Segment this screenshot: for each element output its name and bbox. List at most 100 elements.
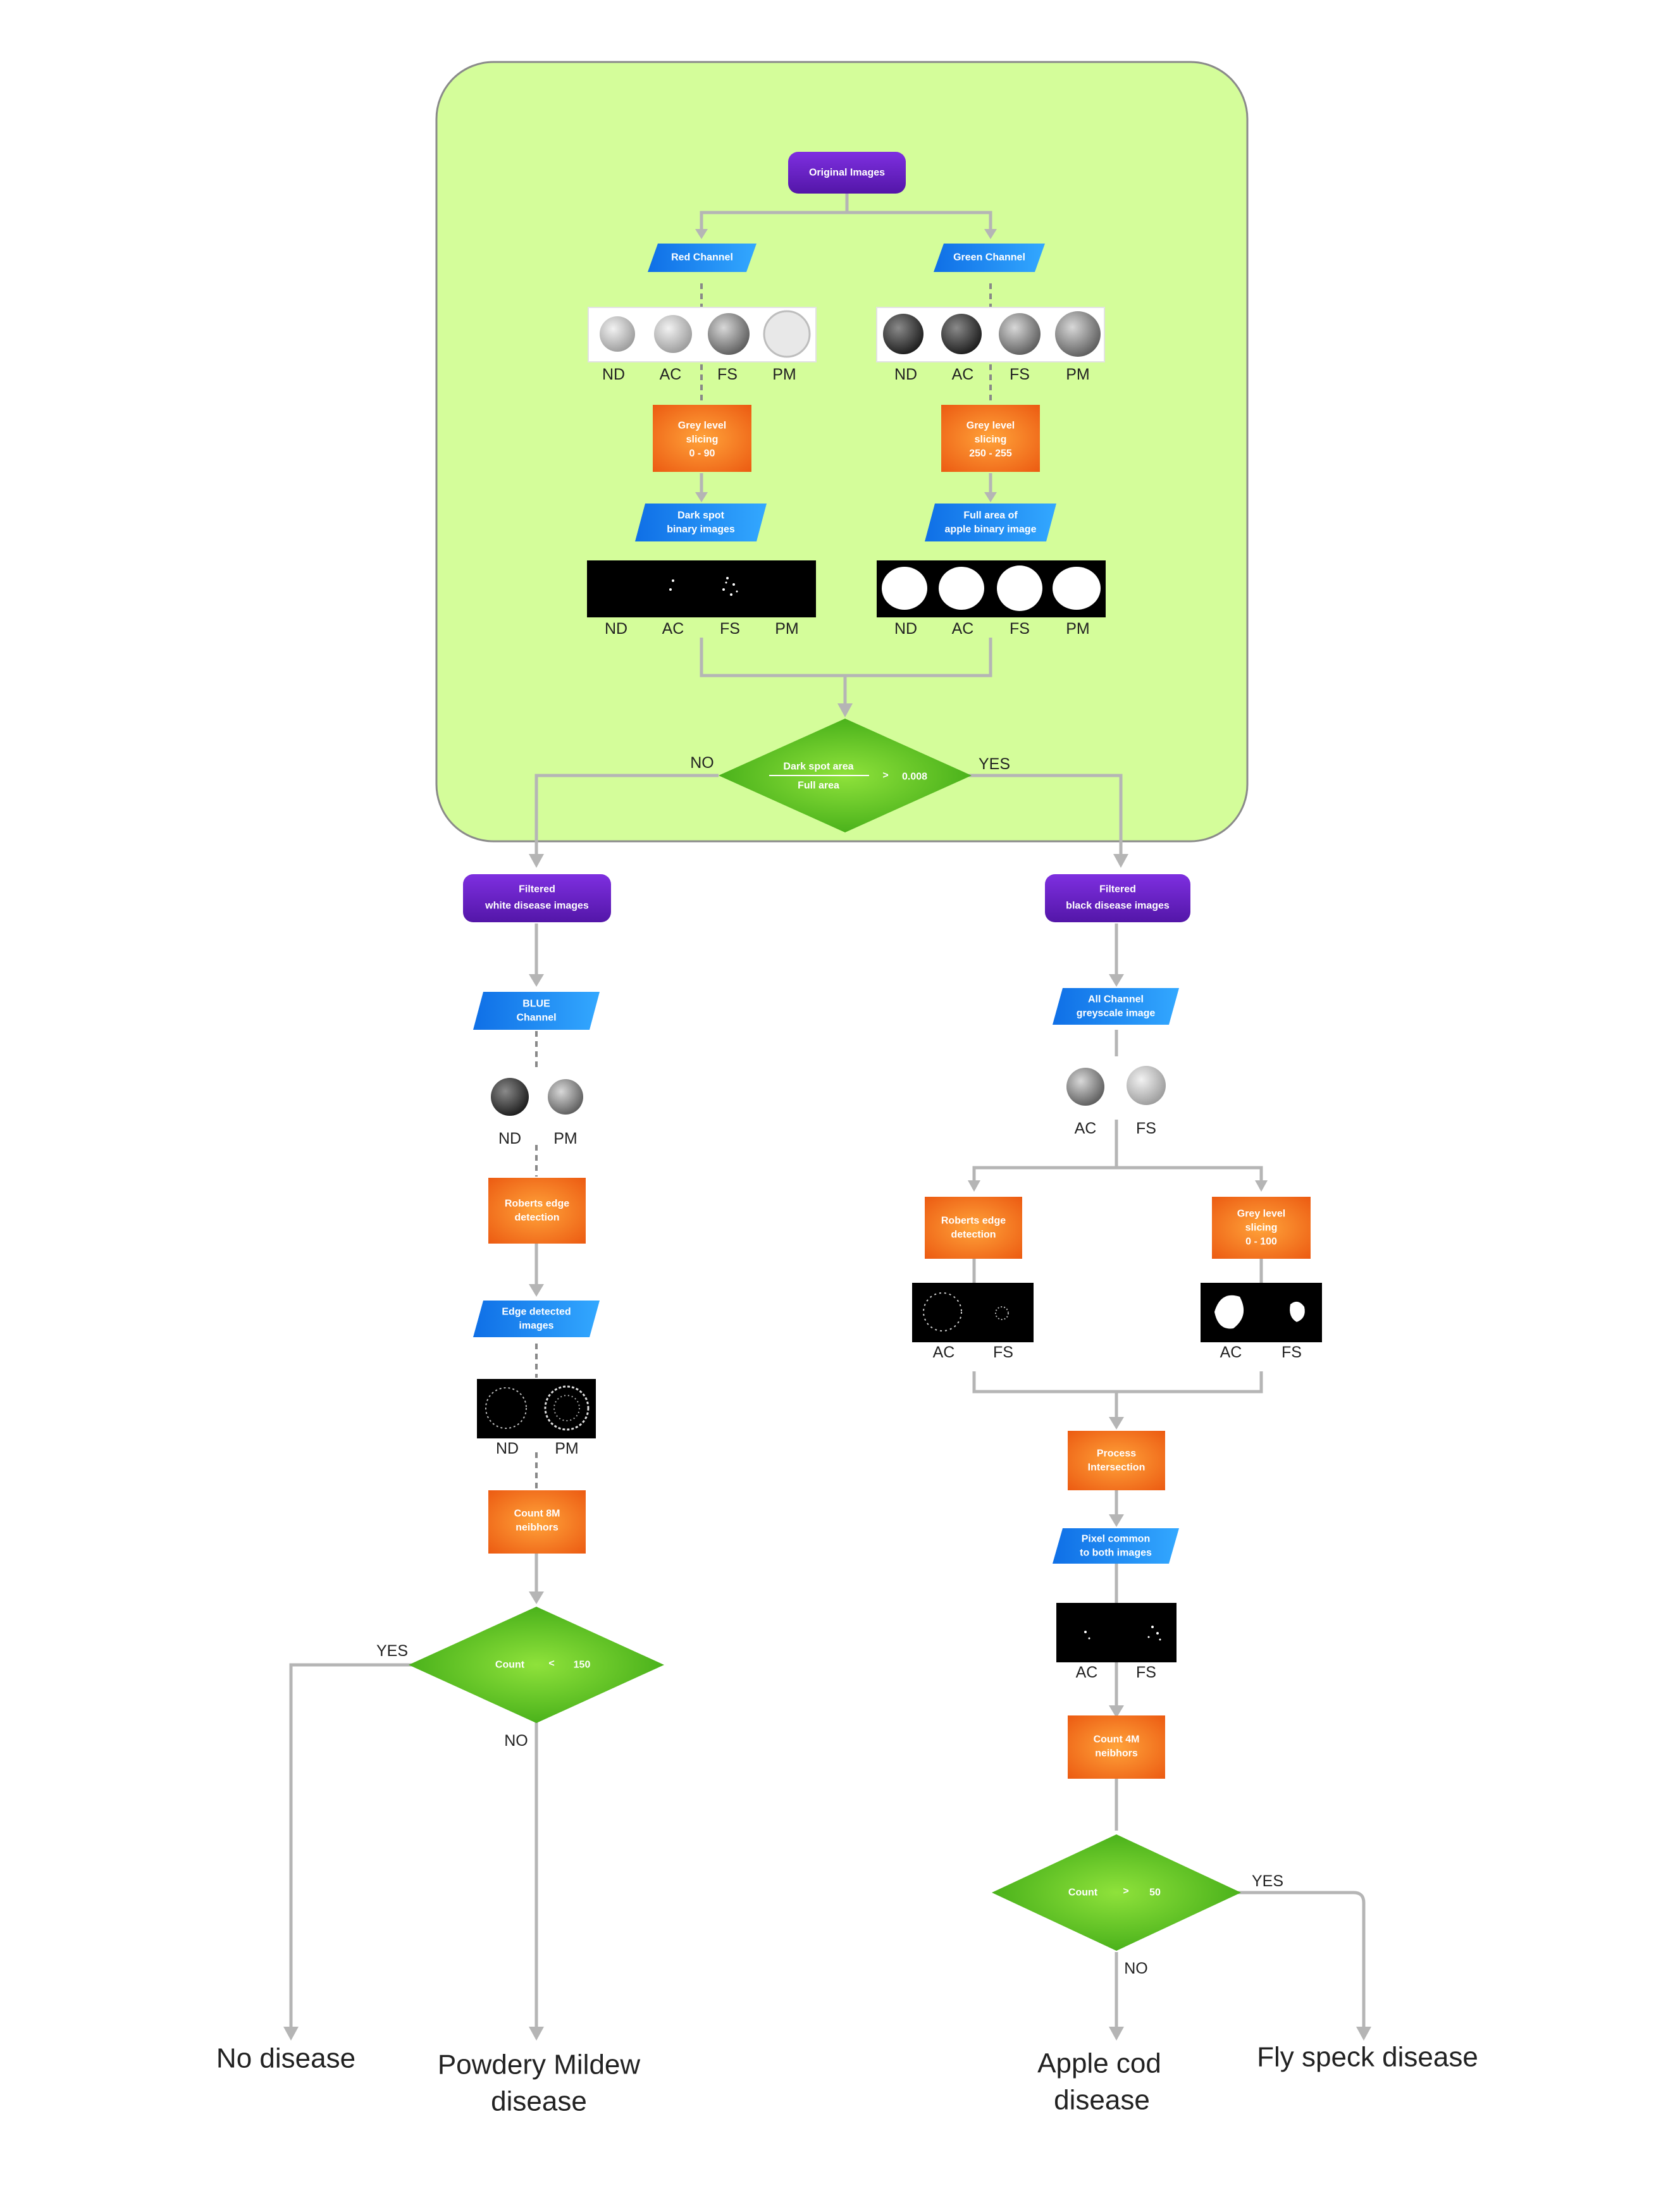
edge-detected-images: ND PM <box>477 1379 596 1457</box>
count-4m-node: Count 4M neibhors <box>1068 1715 1165 1779</box>
decision3-label: Count <box>1068 1888 1098 1898</box>
filtered-white-line1: Filtered <box>519 884 555 895</box>
ratio-operator: > <box>882 770 888 781</box>
label-fs: FS <box>1010 620 1030 638</box>
label-fs: FS <box>1010 366 1030 383</box>
grey-red-line1: Grey level <box>678 421 727 431</box>
decision2-operator: < <box>548 1659 554 1669</box>
pixel-common-images: AC FS <box>1056 1603 1177 1681</box>
outcome-apple-cod-line2: disease <box>1054 2085 1150 2116</box>
label-pm: PM <box>775 620 799 638</box>
red-channel-node: Red Channel <box>648 244 757 272</box>
decision-dark-spot-ratio: Dark spot area Full area > 0.008 <box>719 719 972 832</box>
process-intersection-node: Process Intersection <box>1068 1431 1165 1490</box>
count4m-line2: neibhors <box>1095 1748 1138 1759</box>
process-line2: Intersection <box>1088 1462 1146 1473</box>
full-area-binary-images <box>877 560 1106 617</box>
decision-count-gt-50: Count > 50 <box>992 1834 1241 1951</box>
decision1-no-label: NO <box>690 754 714 772</box>
grey-green-line2: slicing <box>975 435 1007 445</box>
full-area-line1: Full area of <box>963 510 1018 521</box>
roberts-edge-right-node: Roberts edge detection <box>925 1197 1022 1259</box>
outcome-powdery-line1: Powdery Mildew <box>438 2049 641 2080</box>
dark-spot-image-labels: ND AC FS PM <box>605 620 799 638</box>
blue-channel-line2: Channel <box>516 1013 556 1023</box>
label-nd: ND <box>498 1130 521 1147</box>
grey-right-line2: slicing <box>1245 1223 1278 1233</box>
dark-spot-line1: Dark spot <box>677 510 724 521</box>
grey-red-line2: slicing <box>686 435 719 445</box>
dark-spot-binary-images <box>587 560 816 617</box>
label-nd: ND <box>605 620 627 638</box>
grey-green-line1: Grey level <box>967 421 1015 431</box>
original-images-label: Original Images <box>809 168 885 178</box>
decision2-yes-label: YES <box>376 1642 408 1660</box>
grey-red-line3: 0 - 90 <box>689 448 715 459</box>
blue-channel-node: BLUE Channel <box>473 992 600 1030</box>
red-channel-images <box>588 307 817 362</box>
roberts-edge-left-node: Roberts edge detection <box>488 1178 586 1244</box>
label-ac: AC <box>952 620 974 638</box>
grey-level-slicing-0-90-node: Grey level slicing 0 - 90 <box>653 405 751 472</box>
blue-channel-images: ND PM <box>491 1078 583 1147</box>
decision3-no-label: NO <box>1124 1960 1148 1977</box>
label-nd: ND <box>602 366 625 383</box>
decision3-yes-label: YES <box>1252 1872 1283 1890</box>
grey-right-line1: Grey level <box>1237 1209 1286 1220</box>
roberts-right-line1: Roberts edge <box>941 1216 1006 1227</box>
dark-spot-line2: binary images <box>667 524 735 535</box>
label-ac: AC <box>660 366 682 383</box>
label-fs: FS <box>993 1344 1013 1361</box>
roberts-left-line1: Roberts edge <box>505 1199 569 1209</box>
filtered-black-node: Filtered black disease images <box>1045 874 1190 922</box>
filtered-white-line2: white disease images <box>485 901 589 912</box>
label-pm: PM <box>553 1130 578 1147</box>
decision3-threshold: 50 <box>1149 1888 1161 1898</box>
label-fs: FS <box>1282 1344 1302 1361</box>
outcome-no-disease: No disease <box>216 2043 355 2074</box>
full-area-binary-node: Full area of apple binary image <box>925 504 1056 541</box>
grey-right-line3: 0 - 100 <box>1245 1237 1277 1247</box>
filtered-white-node: Filtered white disease images <box>463 874 611 922</box>
label-ac: AC <box>1220 1344 1242 1361</box>
label-pm: PM <box>1066 366 1090 383</box>
edge-detected-node: Edge detected images <box>473 1301 600 1337</box>
all-channel-line1: All Channel <box>1088 994 1144 1005</box>
label-pm: PM <box>772 366 796 383</box>
label-ac: AC <box>1076 1664 1098 1681</box>
red-channel-label: Red Channel <box>671 252 733 263</box>
label-ac: AC <box>952 366 974 383</box>
green-channel-image-labels: ND AC FS PM <box>894 366 1090 383</box>
decision-count-lt-150: Count < 150 <box>409 1607 664 1723</box>
label-nd: ND <box>496 1440 519 1457</box>
grey-green-line3: 250 - 255 <box>969 448 1012 459</box>
green-panel <box>435 61 1249 843</box>
green-channel-label: Green Channel <box>953 252 1025 263</box>
label-ac: AC <box>933 1344 955 1361</box>
decision2-label: Count <box>495 1660 525 1671</box>
decision2-no-label: NO <box>504 1732 528 1750</box>
label-fs: FS <box>1136 1664 1156 1681</box>
grey-level-slicing-0-100-node: Grey level slicing 0 - 100 <box>1212 1197 1311 1259</box>
label-pm: PM <box>1066 620 1090 638</box>
ratio-denominator: Full area <box>798 781 839 791</box>
roberts-right-line2: detection <box>951 1230 996 1240</box>
full-area-image-labels: ND AC FS PM <box>894 620 1090 638</box>
pixel-common-line2: to both images <box>1080 1548 1152 1559</box>
label-pm: PM <box>555 1440 579 1457</box>
original-images-node: Original Images <box>788 152 906 194</box>
pixel-common-node: Pixel common to both images <box>1053 1528 1179 1564</box>
decision1-yes-label: YES <box>979 755 1010 773</box>
label-ac: AC <box>662 620 684 638</box>
grey-right-images: AC FS <box>1201 1283 1322 1361</box>
green-channel-node: Green Channel <box>934 244 1045 272</box>
decision2-threshold: 150 <box>574 1660 591 1671</box>
ratio-numerator: Dark spot area <box>783 762 853 772</box>
label-ac: AC <box>1075 1120 1097 1137</box>
green-channel-images <box>876 307 1105 362</box>
outcome-apple-cod-line1: Apple cod <box>1037 2048 1161 2079</box>
label-fs: FS <box>717 366 738 383</box>
full-area-line2: apple binary image <box>945 524 1037 535</box>
process-line1: Process <box>1097 1449 1136 1459</box>
